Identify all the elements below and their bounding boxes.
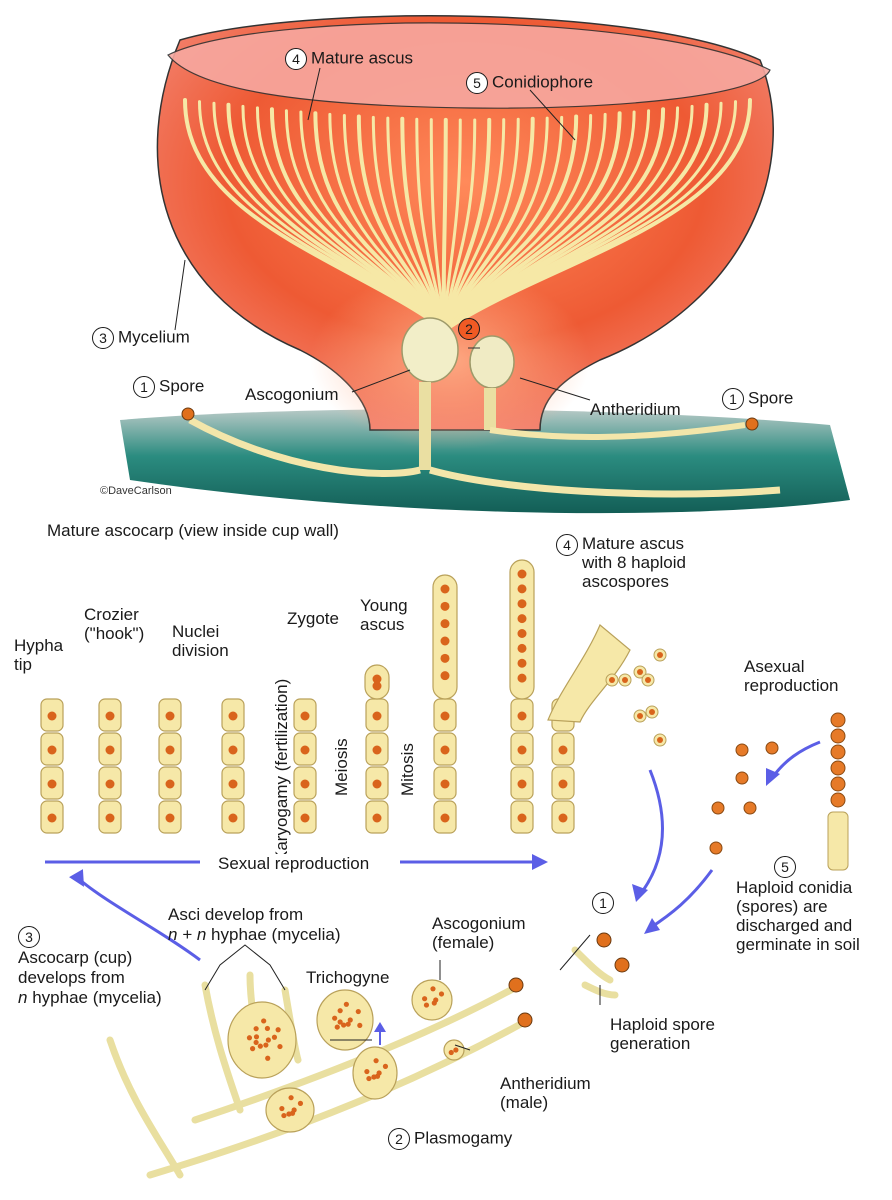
conidium <box>830 712 846 728</box>
cup-hypha-strand <box>356 114 447 332</box>
stage-cell-column <box>293 698 317 834</box>
cup-rim <box>167 22 771 109</box>
germinating-spore <box>596 932 612 948</box>
cup-hypha-strand <box>443 118 462 332</box>
label-ascogonium-top: Ascogonium <box>245 385 339 404</box>
stage-cell-column <box>221 698 245 834</box>
cup-hypha-strand <box>415 117 447 332</box>
cup-hypha-strand <box>443 117 492 332</box>
copyright: ©DaveCarlson <box>100 485 172 497</box>
label-trichogyne: Trichogyne <box>306 968 390 987</box>
cup-hypha-strand <box>443 98 752 332</box>
ascogonium-sac <box>265 1087 315 1133</box>
ascogonium-sac <box>352 1046 398 1100</box>
conidium <box>830 728 846 744</box>
cup-hypha-strand <box>328 112 447 332</box>
label-ascogonium-female: Ascogonium (female) <box>432 914 526 952</box>
ascogonium-sac <box>316 989 374 1051</box>
spore-left-dot <box>181 407 195 421</box>
loose-conidium <box>735 771 749 785</box>
conidium <box>830 760 846 776</box>
return-arrow <box>79 878 201 962</box>
label-spore-gen-num: 1 <box>592 892 618 914</box>
label-crozier: Crozier ("hook") <box>84 605 145 643</box>
caption-mature-ascocarp: Mature ascocarp (view inside cup wall) <box>47 521 339 540</box>
germinating-spore <box>614 957 630 973</box>
label-hypha-tip: Hypha tip <box>14 636 64 674</box>
stage-cell-column <box>40 698 64 834</box>
stage-cell-column <box>509 559 535 834</box>
ascogonium-sac <box>227 1001 297 1079</box>
germinating-spore <box>508 977 524 993</box>
cup-hypha-strand <box>371 115 447 332</box>
discharging-ascus <box>547 624 667 747</box>
stage-cell-column <box>158 698 182 834</box>
cup-hypha-strand <box>441 117 448 332</box>
cup-hypha-strand <box>269 107 447 332</box>
conidium <box>830 792 846 808</box>
conidiophore-stalk <box>827 811 849 871</box>
conidia-drop-arrow <box>649 869 714 930</box>
label-ascocarp-develops: 3 Ascocarp (cup) develops from n hyphae … <box>18 926 162 1008</box>
stage-cell-column <box>98 698 122 834</box>
cup-hypha-strand <box>400 116 447 332</box>
spore-right-dot <box>745 417 759 431</box>
cup-hypha-strand <box>429 118 447 332</box>
conidium <box>830 776 846 792</box>
stage-cell-column <box>551 698 575 834</box>
conidium <box>830 744 846 760</box>
label-sexual-reproduction: Sexual reproduction <box>212 854 376 873</box>
conidia-arrow <box>770 740 821 779</box>
loose-conidium <box>735 743 749 757</box>
stage-cell-column <box>364 664 390 834</box>
label-young-ascus: Young ascus <box>360 596 408 634</box>
label-mitosis: Mitosis <box>398 743 417 796</box>
spore-drop-arrow <box>640 769 664 893</box>
label-antheridium-male: Antheridium (male) <box>500 1074 591 1112</box>
loose-conidium <box>711 801 725 815</box>
germinating-spore <box>517 1012 533 1028</box>
label-karyogamy: Karyogamy (fertilization) <box>272 678 291 862</box>
ascogonium-sac <box>443 1039 465 1061</box>
loose-conidium <box>709 841 723 855</box>
label-antheridium-top: Antheridium <box>590 400 681 419</box>
loose-conidium <box>743 801 757 815</box>
cup-hypha-strand <box>443 116 535 332</box>
label-asci-develop: Asci develop from n + n hyphae (mycelia) <box>168 905 341 944</box>
mycelium-hypha <box>106 1036 184 1179</box>
marker-plasmogamy-top: 2 <box>458 318 484 340</box>
label-nuclei-division: Nuclei division <box>172 622 229 660</box>
cup-hypha-strand <box>284 109 447 332</box>
stage-cell-column <box>432 574 458 834</box>
cup-hypha-strand <box>443 118 506 332</box>
label-conidia: 5 Haploid conidia (spores) are discharge… <box>736 856 860 954</box>
mycelium-hypha <box>201 981 244 1114</box>
mycelium-hypha <box>146 1016 532 1179</box>
antheridium-cell <box>469 335 515 389</box>
label-meiosis: Meiosis <box>332 738 351 796</box>
ascogonium-sac <box>411 979 453 1021</box>
cup-hypha-strand <box>443 116 549 332</box>
loose-conidium <box>765 741 779 755</box>
cup-hypha-strand <box>313 111 447 332</box>
label-asexual-reproduction: Asexual reproduction <box>744 657 839 695</box>
ascogonium-cell <box>401 317 459 383</box>
label-zygote: Zygote <box>287 609 339 628</box>
mycelium-hypha <box>571 946 614 984</box>
label-haploid-spore-generation: Haploid spore generation <box>610 1015 715 1053</box>
